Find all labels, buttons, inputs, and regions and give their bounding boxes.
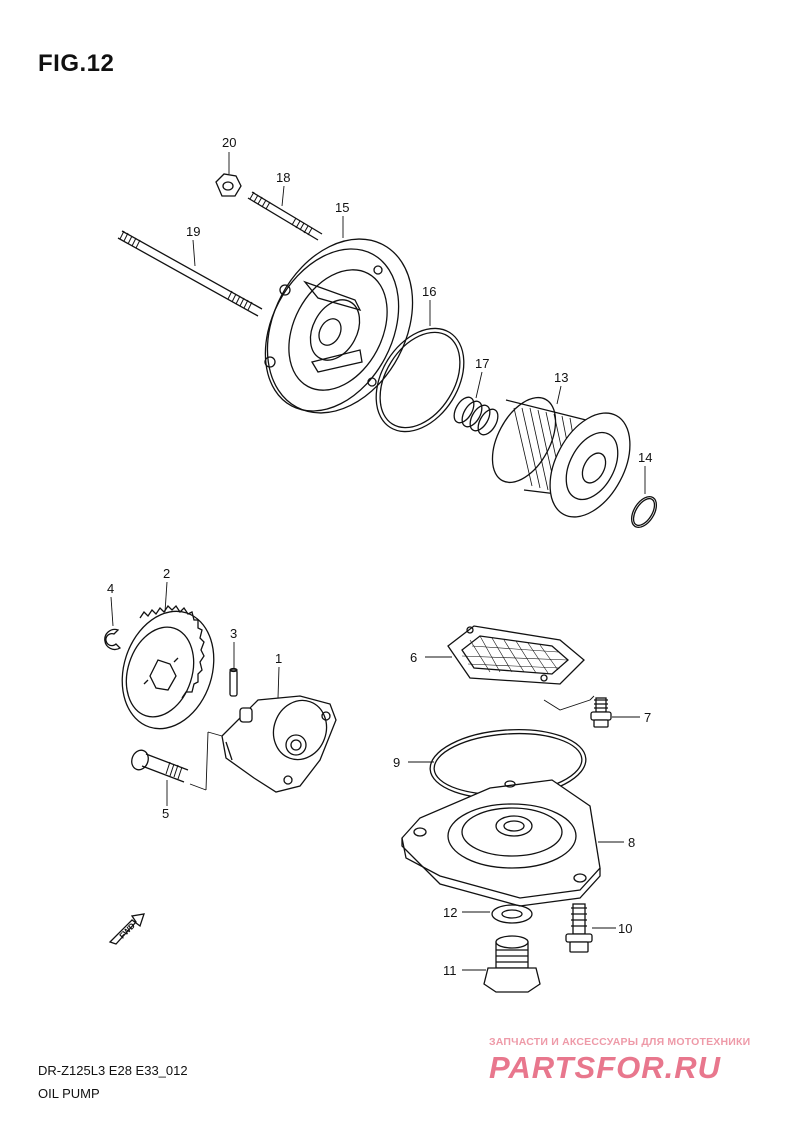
part-18-stud-bolt[interactable] [247,191,323,241]
part-19-long-stud[interactable] [117,230,263,317]
part-1-oil-pump[interactable] [221,693,337,793]
part-6-oil-strainer[interactable] [447,625,585,685]
section-name: OIL PUMP [38,1086,100,1101]
part-13-oil-filter[interactable] [479,387,646,530]
fwd-arrow-icon [108,913,145,945]
callout-5: 5 [162,806,169,821]
callout-8: 8 [628,835,635,850]
callout-19: 19 [186,224,200,239]
part-7-strainer-bolt[interactable] [590,697,612,728]
callout-18: 18 [276,170,290,185]
callout-3: 3 [230,626,237,641]
part-4-circlip[interactable] [104,628,122,651]
figure-title: FIG.12 [38,50,115,77]
watermark-logo: PARTSFOR.RU [489,1050,722,1085]
callout-4: 4 [107,581,114,596]
callout-12: 12 [443,905,457,920]
part-3-dowel-pin[interactable] [229,667,238,697]
part-5-bolt[interactable] [129,748,189,783]
callout-10: 10 [618,921,632,936]
leader-lines [110,152,646,971]
part-11-drain-plug[interactable] [483,935,541,993]
part-8-oil-sump-cover[interactable] [401,779,601,907]
part-2-drive-gear[interactable] [108,599,229,740]
part-12-washer[interactable] [491,904,533,924]
callout-numbers: 20 18 15 19 16 17 13 14 2 4 3 1 6 7 9 5 … [107,135,652,978]
callout-9: 9 [393,755,400,770]
callout-7: 7 [644,710,651,725]
callout-11: 11 [443,963,457,978]
part-20-nut[interactable] [215,173,242,197]
callout-16: 16 [422,284,436,299]
callout-13: 13 [554,370,568,385]
part-14-o-ring-small[interactable] [627,492,662,531]
part-10-cover-bolt[interactable] [565,903,593,953]
callout-15: 15 [335,200,349,215]
callout-6: 6 [410,650,417,665]
callout-14: 14 [638,450,652,465]
part-16-o-ring[interactable] [358,312,482,447]
part-17-spring[interactable] [450,394,502,438]
model-code: DR-Z125L3 E28 E33_012 [38,1063,188,1078]
part-15-filter-cover[interactable] [239,214,442,438]
callout-1: 1 [275,651,282,666]
callout-17: 17 [475,356,489,371]
watermark-tagline: ЗАПЧАСТИ И АКСЕССУАРЫ ДЛЯ МОТОТЕХНИКИ [489,1036,751,1048]
callout-20: 20 [222,135,236,150]
callout-2: 2 [163,566,170,581]
